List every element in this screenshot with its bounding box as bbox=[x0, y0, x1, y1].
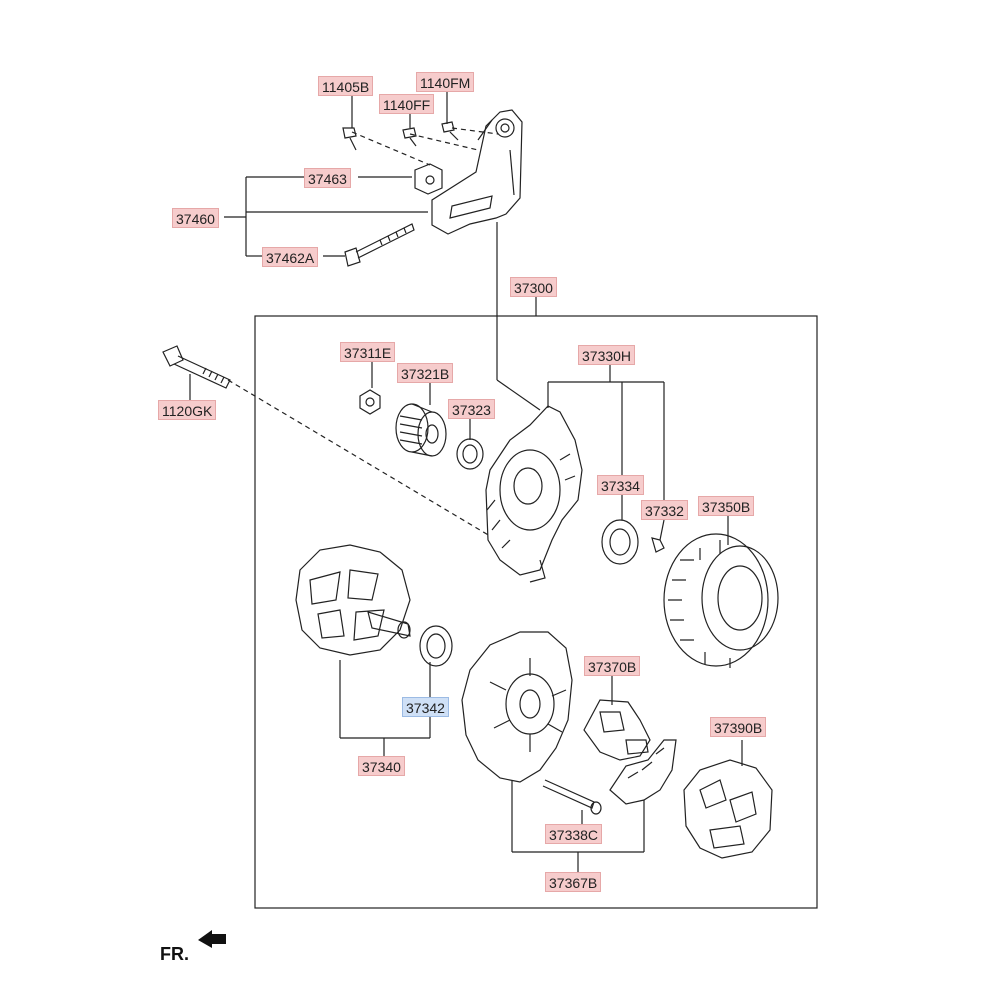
callout-37311E[interactable]: 37311E bbox=[340, 342, 396, 362]
rear-bearing bbox=[601, 519, 639, 565]
callout-1140FM[interactable]: 1140FM bbox=[416, 72, 475, 92]
regulator bbox=[583, 699, 651, 761]
callout-1140FF[interactable]: 1140FF bbox=[379, 94, 435, 114]
leader-lines bbox=[189, 90, 743, 872]
callout-37342[interactable]: 37342 bbox=[402, 697, 449, 717]
long-screw bbox=[542, 779, 602, 815]
rear-housing bbox=[461, 631, 573, 783]
assembly-frame bbox=[254, 315, 818, 909]
spacer-block bbox=[414, 163, 443, 195]
callout-37334[interactable]: 37334 bbox=[597, 475, 644, 495]
pulley-nut bbox=[359, 389, 381, 415]
callout-37463[interactable]: 37463 bbox=[304, 168, 351, 188]
pulley bbox=[395, 403, 447, 457]
callout-37350B[interactable]: 37350B bbox=[698, 496, 755, 516]
callout-1120GK[interactable]: 1120GK bbox=[158, 400, 217, 420]
stator bbox=[663, 533, 779, 668]
callout-37300[interactable]: 37300 bbox=[510, 277, 557, 297]
callout-37370B[interactable]: 37370B bbox=[584, 656, 641, 676]
callout-37338C[interactable]: 37338C bbox=[545, 824, 603, 844]
rectifier bbox=[609, 739, 677, 805]
mounting-bracket bbox=[431, 109, 523, 235]
callout-37330H[interactable]: 37330H bbox=[578, 345, 636, 365]
front-direction-arrow-icon bbox=[198, 930, 226, 948]
rotor bbox=[295, 544, 411, 656]
assembly-dash-lines bbox=[227, 127, 499, 537]
front-direction-label: FR. bbox=[160, 944, 189, 964]
callout-37462A[interactable]: 37462A bbox=[262, 247, 319, 267]
front-housing bbox=[485, 405, 583, 583]
callout-11405B[interactable]: 11405B bbox=[318, 76, 374, 96]
callout-37367B[interactable]: 37367B bbox=[545, 872, 602, 892]
callout-37332[interactable]: 37332 bbox=[641, 500, 688, 520]
front-bearing-spacer bbox=[456, 438, 484, 470]
long-bolt bbox=[344, 223, 415, 267]
callout-37460[interactable]: 37460 bbox=[172, 208, 219, 228]
housing-screw bbox=[651, 537, 665, 553]
callout-37390B[interactable]: 37390B bbox=[710, 717, 767, 737]
rear-cover bbox=[683, 759, 773, 859]
callout-37321B[interactable]: 37321B bbox=[397, 363, 454, 383]
callout-37340[interactable]: 37340 bbox=[358, 756, 405, 776]
callout-37323[interactable]: 37323 bbox=[448, 399, 495, 419]
rotor-bearing bbox=[419, 625, 453, 667]
small-bolts bbox=[342, 121, 459, 151]
through-bolt bbox=[162, 345, 231, 389]
